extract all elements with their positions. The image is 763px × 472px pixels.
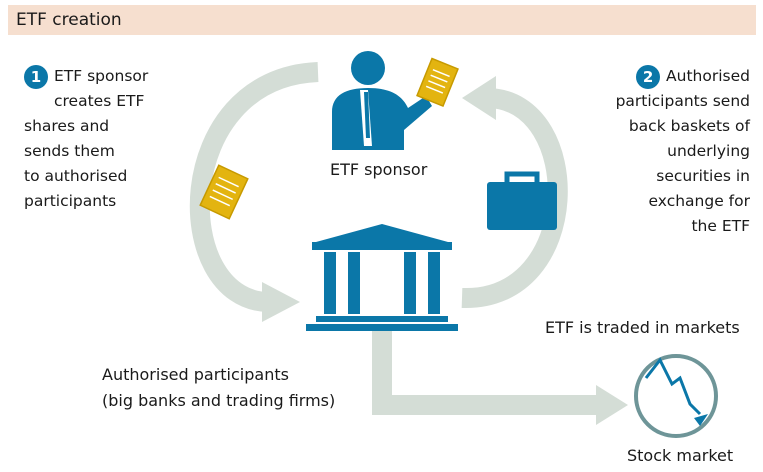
step-1-text: 1 ETF sponsor creates ETF shares and send… xyxy=(24,64,204,214)
step-1-line-2: creates ETF xyxy=(54,92,145,110)
market-arrow xyxy=(372,330,600,415)
stock-market-label: Stock market xyxy=(627,446,734,465)
header-bar: ETF creation xyxy=(8,5,756,35)
document-icon-sponsor xyxy=(416,57,459,108)
step-1-line-6: participants xyxy=(24,192,117,210)
right-cycle-arrowhead xyxy=(462,76,496,120)
left-cycle-arrowhead xyxy=(262,282,300,322)
step-2-badge: 2 xyxy=(636,64,661,89)
step-2-line-5: securities in xyxy=(656,167,750,185)
bank-building-icon xyxy=(306,224,458,331)
diagram-title: ETF creation xyxy=(16,10,122,30)
step-1-line-5: to authorised xyxy=(24,167,128,185)
step-2-line-7: the ETF xyxy=(691,217,750,235)
sponsor-label: ETF sponsor xyxy=(330,160,428,179)
document-icon-left xyxy=(199,164,249,220)
stock-chart-icon xyxy=(634,354,718,438)
step-1-line-4: sends them xyxy=(24,142,115,160)
left-cycle-arrow xyxy=(189,62,319,312)
authorised-participants-label: Authorised participants (big banks and t… xyxy=(102,362,335,414)
market-arrowhead xyxy=(596,385,628,425)
traded-label: ETF is traded in markets xyxy=(545,318,740,337)
step-1-line-1: ETF sponsor xyxy=(54,67,149,85)
step-1-badge: 1 xyxy=(24,64,48,89)
briefcase-icon xyxy=(487,171,557,230)
step-2-line-3: back baskets of xyxy=(628,117,750,135)
step-2-line-1: Authorised xyxy=(666,67,750,85)
step-1-line-3: shares and xyxy=(24,117,110,135)
right-cycle-arrow xyxy=(461,88,568,309)
step-2-line-6: exchange for xyxy=(648,192,750,210)
step-2-line-2: participants send xyxy=(615,92,750,110)
person-icon xyxy=(332,51,432,150)
ap-label-line-1: Authorised participants xyxy=(102,365,289,384)
step-2-text: 2 Authorised participants send back baske… xyxy=(560,64,750,239)
ap-label-line-2: (big banks and trading firms) xyxy=(102,391,336,410)
step-2-line-4: underlying xyxy=(667,142,750,160)
